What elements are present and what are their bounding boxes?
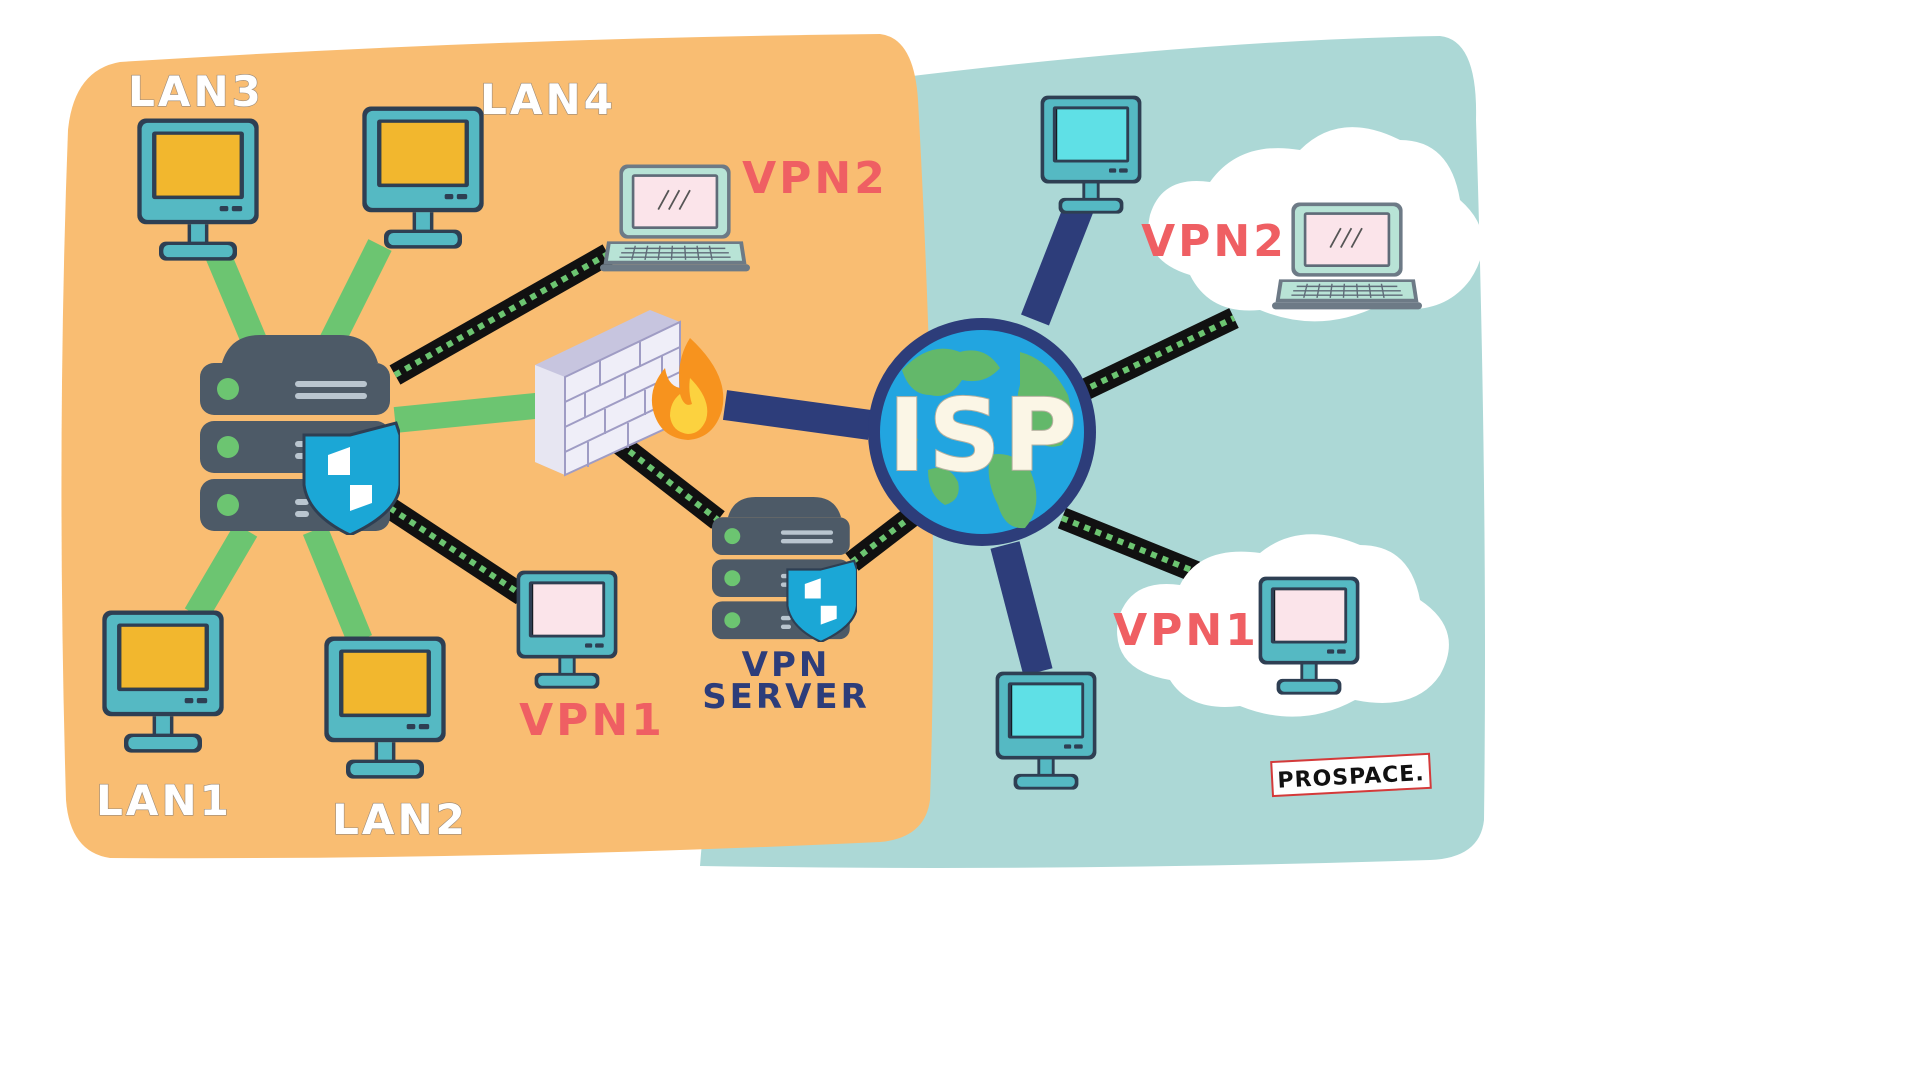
lan1-label: LAN1: [96, 776, 232, 825]
globe-icon: [868, 318, 1096, 546]
vpn2-local-label: VPN2: [742, 153, 888, 204]
isp-label: ISP: [888, 377, 1080, 494]
vpn1-local-label: VPN1: [519, 695, 665, 746]
vpn-server-label-line1: VPN: [742, 645, 831, 685]
vpn-server-label-line2: SERVER: [702, 677, 870, 717]
server-rack-icon: [200, 335, 400, 535]
prospace-logo: PROSPACE.: [1270, 752, 1432, 798]
vpn1-remote-label: VPN1: [1113, 605, 1259, 656]
laptop-icon: [600, 163, 750, 273]
laptop-icon: [1272, 201, 1422, 311]
lan2-label: LAN2: [332, 795, 468, 844]
lan4-label: LAN4: [480, 75, 616, 124]
fire-icon: [651, 338, 724, 440]
isp-links: [722, 199, 1094, 676]
screen-fills: [121, 109, 1345, 736]
vpn2-remote-label: VPN2: [1141, 216, 1287, 267]
lan3-label: LAN3: [128, 67, 264, 116]
firewall-icon: [535, 310, 681, 477]
vpn-server-icon: [712, 497, 857, 642]
lan-zone: [61, 34, 934, 859]
lan-links: [184, 239, 547, 645]
vpn-tunnels: [383, 244, 1239, 605]
